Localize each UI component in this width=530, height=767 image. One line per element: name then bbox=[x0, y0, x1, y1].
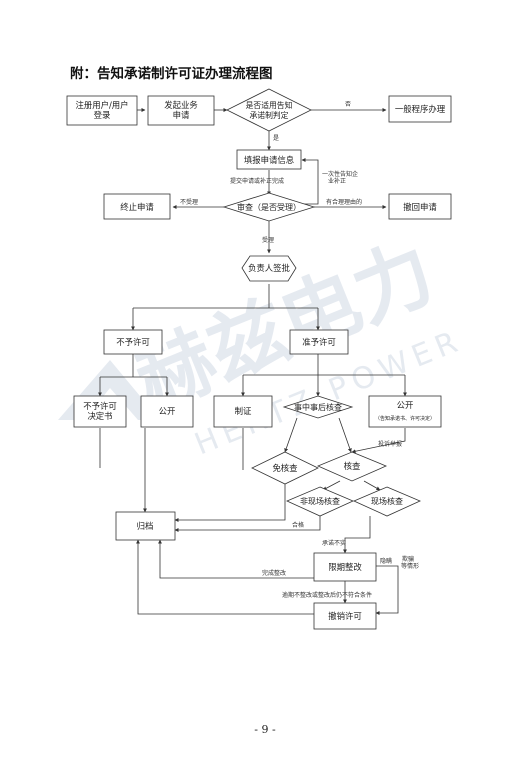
edge-check-exempt bbox=[284, 417, 298, 453]
label-cert: 制证 bbox=[235, 406, 252, 416]
page-number: - 9 - bbox=[254, 723, 276, 736]
edge-rectified bbox=[158, 539, 314, 579]
label-checkduring: 事中事后核查 bbox=[294, 402, 342, 412]
edge-label-complaint: 投诉举报 bbox=[378, 440, 402, 448]
node-offsite-diamond bbox=[286, 486, 354, 517]
label-applicable: 是否适用告知承诺制判定 bbox=[246, 100, 293, 120]
edge-supplement-loop bbox=[301, 158, 319, 205]
node-permit-box bbox=[289, 329, 349, 355]
node-archive-box bbox=[115, 511, 176, 541]
node-verify-diamond bbox=[316, 451, 388, 482]
node-checkduring-diamond bbox=[282, 395, 354, 419]
label-fill: 填报申请信息 bbox=[244, 155, 294, 165]
edge-complaint bbox=[351, 428, 406, 454]
node-cert-box bbox=[213, 395, 273, 428]
edge-label-yes: 是 bbox=[273, 135, 279, 142]
label-notpermit: 不予许可 bbox=[116, 337, 150, 347]
edge-exempt-archive bbox=[174, 484, 286, 522]
label-archive: 归档 bbox=[137, 521, 154, 531]
label-register: 注册用户/用户登录 bbox=[75, 100, 128, 120]
label-revoke: 撤销许可 bbox=[328, 611, 362, 621]
edge-qualified-archive bbox=[174, 516, 321, 532]
label-sign: 负责人签批 bbox=[248, 263, 290, 273]
node-revoke-box bbox=[313, 602, 377, 630]
label-public-a: 公开 bbox=[159, 406, 176, 416]
edge-label-fraud: 欺骗等情形 bbox=[401, 555, 419, 570]
node-public-a-box bbox=[140, 395, 194, 428]
node-onsite-diamond bbox=[353, 486, 421, 517]
edge-check-verify bbox=[338, 417, 352, 453]
node-public-b-box bbox=[368, 395, 442, 428]
node-decision-box bbox=[73, 395, 127, 428]
edge-label-qualified: 合格 bbox=[292, 521, 304, 529]
label-public-b-note: （告知承诺书、许可决定） bbox=[375, 415, 435, 422]
edge-label-concealed: 隐瞒 bbox=[380, 557, 392, 565]
node-withdraw-box bbox=[388, 193, 452, 220]
label-permit: 准予许可 bbox=[302, 337, 336, 347]
node-fill-box bbox=[236, 149, 302, 170]
label-withdraw: 撤回申请 bbox=[403, 202, 437, 212]
edge-label-not-accepted: 不受理 bbox=[180, 198, 198, 206]
label-rectify: 限期整改 bbox=[328, 562, 362, 572]
label-onsite: 现场核查 bbox=[371, 496, 403, 506]
node-exempt-diamond bbox=[251, 451, 319, 485]
edge-label-submit-fix: 提交申请或补正完成 bbox=[230, 177, 284, 185]
label-decision: 不予许可决定书 bbox=[83, 401, 117, 421]
label-start: 发起业务申请 bbox=[164, 100, 198, 120]
edge-verify-onsite bbox=[363, 480, 381, 491]
label-general: 一般程序办理 bbox=[395, 104, 446, 114]
edge-label-overdue: 逾期不整改或整改后仍不符合条件 bbox=[282, 591, 372, 599]
node-start-box bbox=[147, 95, 215, 126]
edge-untrue bbox=[343, 516, 371, 554]
label-terminate: 终止申请 bbox=[120, 202, 154, 212]
edge-label-reasonable: 有合理理由的 bbox=[326, 198, 362, 206]
node-applicable-diamond bbox=[226, 88, 312, 132]
node-terminate-box bbox=[103, 193, 171, 220]
node-register-box bbox=[66, 95, 138, 126]
node-notpermit-box bbox=[103, 329, 163, 355]
edge-label-rectified: 完成整改 bbox=[262, 569, 286, 577]
edge-label-untrue: 承诺不实 bbox=[322, 539, 346, 547]
edge-verify-offsite bbox=[322, 480, 341, 491]
page-heading: 附：告知承诺制许可证办理流程图 bbox=[70, 66, 273, 82]
label-verify: 核查 bbox=[344, 461, 361, 471]
label-public-b: 公开 bbox=[397, 400, 414, 410]
node-general-box bbox=[388, 95, 452, 123]
edge-label-accepted: 受理 bbox=[262, 236, 274, 244]
edge-concealed bbox=[375, 565, 399, 615]
node-sign-hexagon bbox=[241, 255, 297, 282]
label-exempt: 免核查 bbox=[272, 463, 298, 473]
edge-revoke-archive bbox=[136, 539, 314, 615]
edge-label-no: 否 bbox=[345, 101, 351, 108]
node-rectify-box bbox=[313, 552, 377, 582]
edge-label-supplement: 一次性告知企业补正 bbox=[322, 170, 358, 185]
label-review: 审查（是否受理） bbox=[237, 202, 301, 212]
label-offsite: 非现场核查 bbox=[300, 496, 340, 506]
node-review-diamond bbox=[222, 192, 316, 222]
